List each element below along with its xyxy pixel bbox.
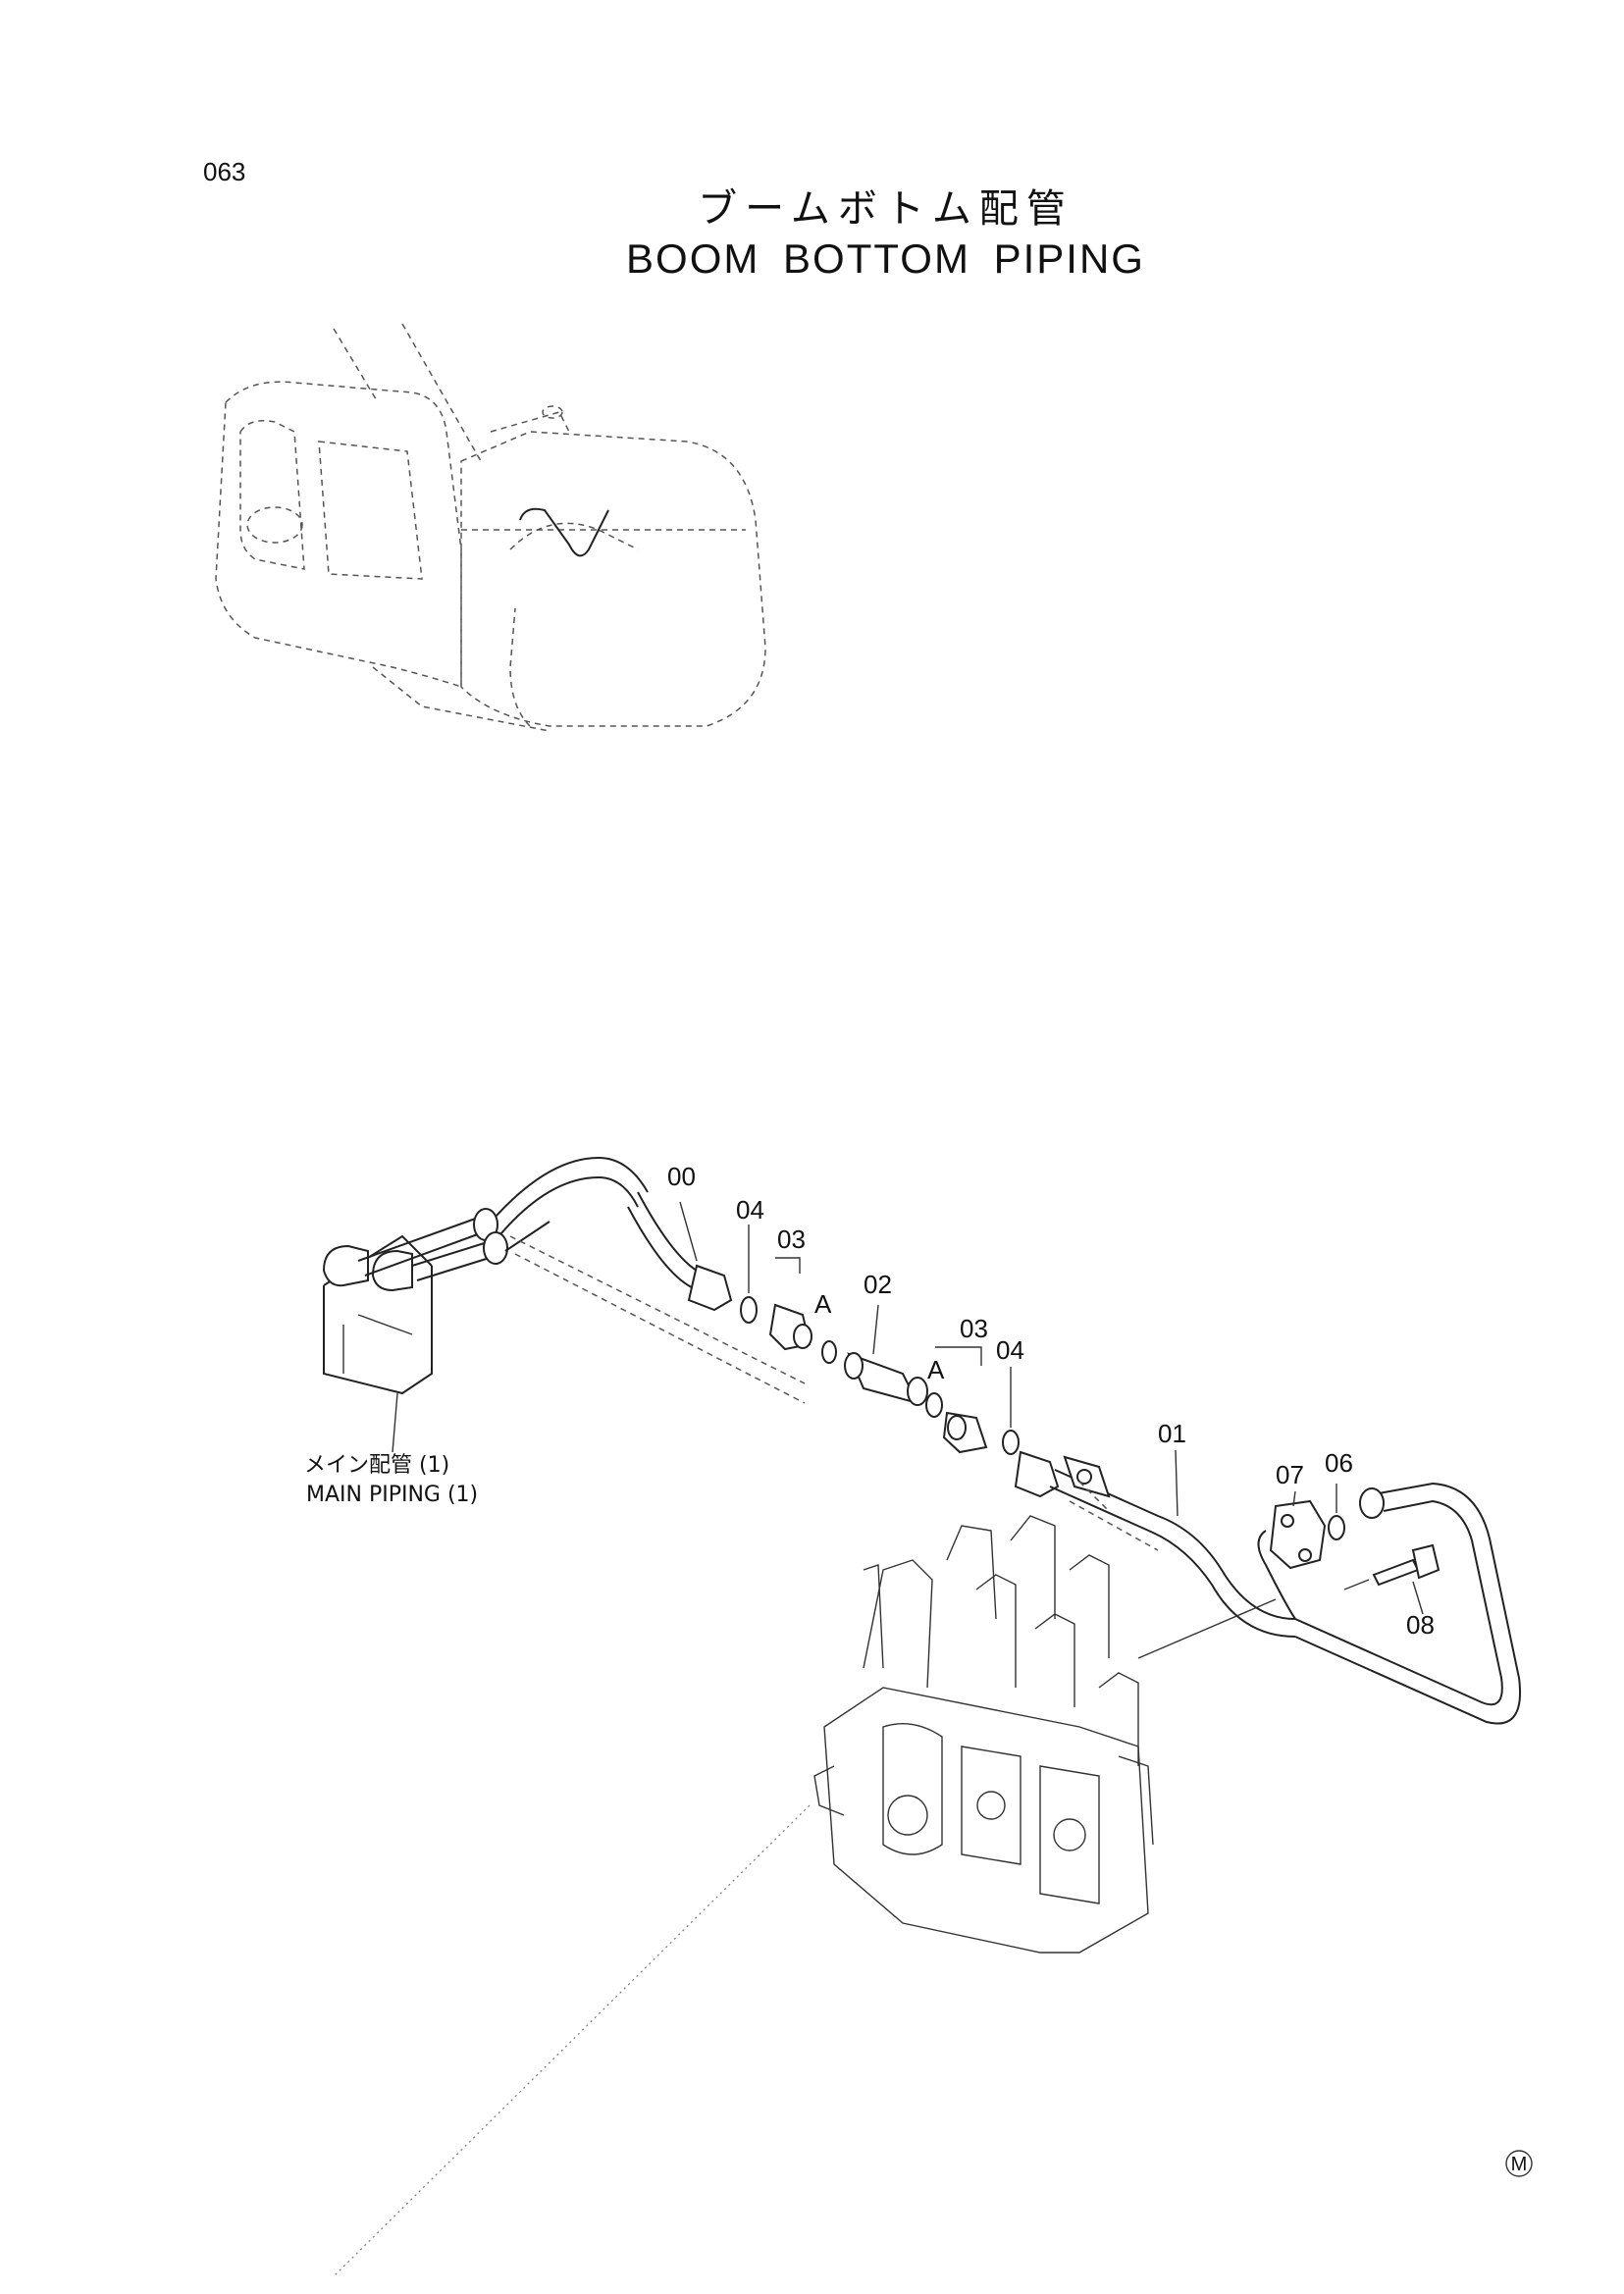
callout-a-upper: A bbox=[814, 1289, 832, 1319]
callout-06: 06 bbox=[1325, 1448, 1353, 1478]
title-english: BOOM BOTTOM PIPING bbox=[626, 235, 1145, 282]
pipe-01 bbox=[1014, 1450, 1296, 1638]
callout-01: 01 bbox=[1158, 1419, 1186, 1448]
callout-02: 02 bbox=[864, 1270, 892, 1299]
title-japanese: ブームボトム配管 bbox=[698, 186, 1074, 232]
excavator-overview-illustration bbox=[215, 323, 766, 732]
callout-04-lower: 04 bbox=[996, 1335, 1024, 1365]
page-number: 063 bbox=[203, 157, 246, 186]
callout-a-lower: A bbox=[927, 1355, 945, 1384]
pipe-00 bbox=[627, 1191, 733, 1312]
callout-03-upper: 03 bbox=[777, 1225, 806, 1254]
callout-03-lower: 03 bbox=[960, 1314, 988, 1343]
corner-mark: M bbox=[1505, 2150, 1533, 2177]
reference-note-japanese: メイン配管 (1) bbox=[304, 1453, 449, 1478]
callout-04-upper: 04 bbox=[736, 1195, 764, 1225]
reference-note-english: MAIN PIPING (1) bbox=[306, 1483, 478, 1507]
control-valve-illustration bbox=[333, 1515, 1277, 2277]
callout-07: 07 bbox=[1276, 1460, 1304, 1489]
main-piping-assembly bbox=[322, 1156, 806, 1453]
fitting-parts bbox=[740, 1257, 1020, 1455]
callout-00: 00 bbox=[667, 1162, 696, 1191]
corner-mark-letter: M bbox=[1511, 2154, 1528, 2175]
callout-08: 08 bbox=[1406, 1610, 1435, 1640]
callout-labels: 00 04 03 A 02 03 A 04 01 07 06 08 bbox=[667, 1162, 1435, 1640]
loop-pipe bbox=[1257, 1482, 1521, 1725]
leader-lines bbox=[679, 1201, 1424, 1615]
